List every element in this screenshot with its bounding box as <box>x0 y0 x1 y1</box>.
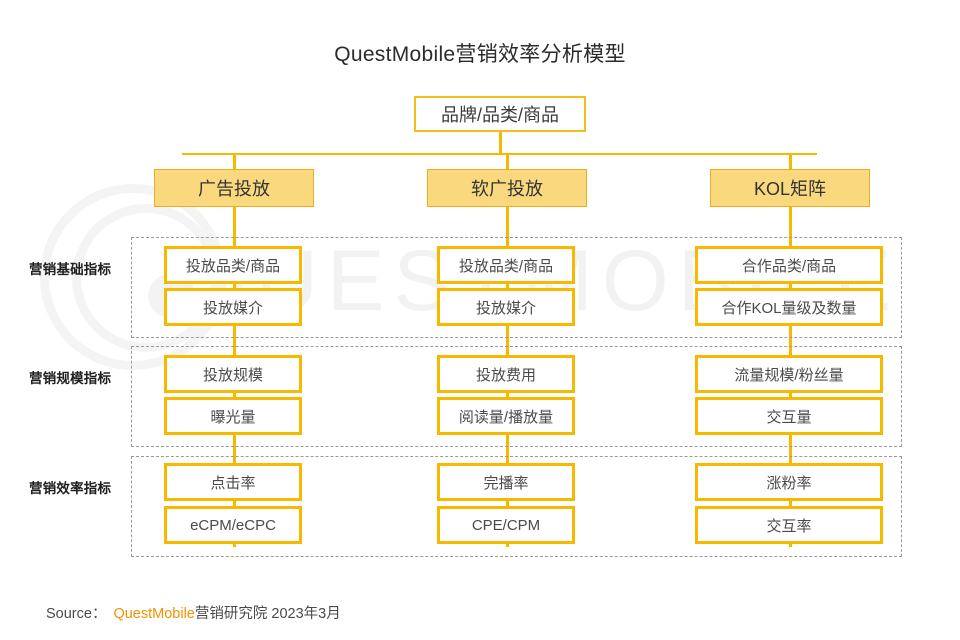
group-container-row-1 <box>131 237 902 338</box>
leaf-r1c3-b: 合作KOL量级及数量 <box>695 288 883 326</box>
leaf-r1c1-a: 投放品类/商品 <box>164 246 302 284</box>
leaf-r3c3-b: 交互率 <box>695 506 883 544</box>
leaf-r2c3-a: 流量规模/粉丝量 <box>695 355 883 393</box>
category-node-3: KOL矩阵 <box>710 169 870 207</box>
leaf-r1c2-a: 投放品类/商品 <box>437 246 575 284</box>
row-label-2: 营销规模指标 <box>29 371 112 386</box>
connector-bus-to-cat-2 <box>505 153 509 171</box>
connector-bus-to-cat-1 <box>232 153 236 171</box>
connector-bus-to-cat-3 <box>788 153 792 171</box>
category-node-1: 广告投放 <box>154 169 314 207</box>
leaf-r3c1-b: eCPM/eCPC <box>164 506 302 544</box>
leaf-r2c2-a: 投放费用 <box>437 355 575 393</box>
source-suffix: 营销研究院 2023年3月 <box>194 606 341 622</box>
leaf-r3c2-b: CPE/CPM <box>437 506 575 544</box>
source-line: Source： QuestMobile营销研究院 2023年3月 <box>46 602 341 623</box>
leaf-r3c2-a: 完播率 <box>437 463 575 501</box>
leaf-r1c2-b: 投放媒介 <box>437 288 575 326</box>
row-label-3: 营销效率指标 <box>29 481 112 496</box>
source-prefix: Source： <box>46 606 107 622</box>
source-brand: QuestMobile <box>113 606 195 622</box>
leaf-r2c1-a: 投放规模 <box>164 355 302 393</box>
page-title: QuestMobile营销效率分析模型 <box>334 43 626 66</box>
group-container-row-2 <box>131 346 902 447</box>
leaf-r3c1-a: 点击率 <box>164 463 302 501</box>
leaf-r2c1-b: 曝光量 <box>164 397 302 435</box>
category-node-2: 软广投放 <box>427 169 587 207</box>
leaf-r3c3-a: 涨粉率 <box>695 463 883 501</box>
root-node: 品牌/品类/商品 <box>414 96 586 132</box>
leaf-r2c3-b: 交互量 <box>695 397 883 435</box>
row-label-1: 营销基础指标 <box>29 262 112 277</box>
group-container-row-3 <box>131 456 902 557</box>
leaf-r1c1-b: 投放媒介 <box>164 288 302 326</box>
connector-bus-horizontal <box>182 153 817 155</box>
connector-root-down <box>498 132 502 154</box>
leaf-r2c2-b: 阅读量/播放量 <box>437 397 575 435</box>
leaf-r1c3-a: 合作品类/商品 <box>695 246 883 284</box>
